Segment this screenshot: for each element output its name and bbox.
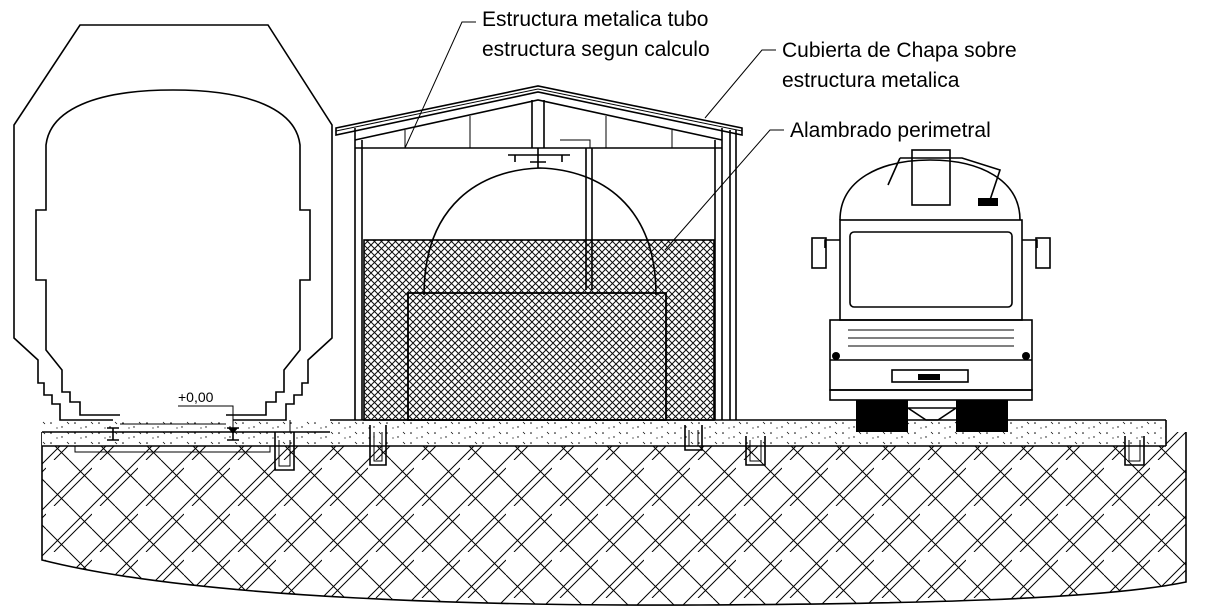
structure-label-line1: Estructura metalica tubo (482, 8, 708, 31)
level-label: +0,00 (178, 389, 214, 405)
structure-label-line2: estructura segun calculo (482, 38, 710, 61)
roof-label-line1: Cubierta de Chapa sobre (782, 39, 1017, 62)
rail-car-outline (13, 24, 333, 441)
perimeter-fence (363, 239, 715, 421)
roof-label-line2: estructura metalica (782, 69, 960, 92)
tanker-truck (811, 149, 1051, 432)
fence-label: Alambrado perimetral (790, 119, 991, 142)
annotations: Estructura metalica tubo estructura segu… (404, 8, 1017, 251)
level-marker: +0,00 (178, 389, 238, 434)
ground (41, 432, 1187, 606)
footings (274, 425, 1145, 471)
